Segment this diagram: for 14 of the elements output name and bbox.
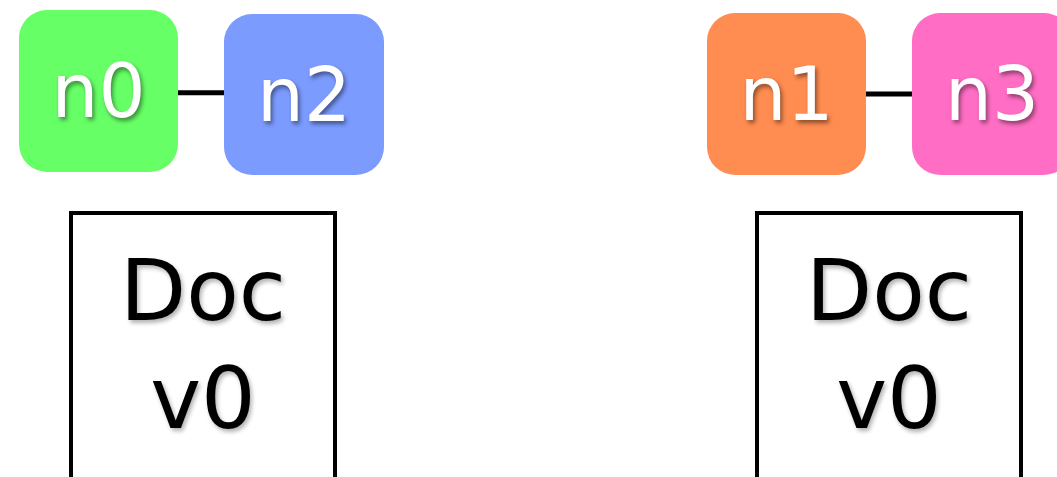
node-box [707,13,866,175]
node-box [912,13,1057,175]
connector-line [178,90,224,96]
document-label: Doc v0 [118,239,288,450]
node-label: n1 [739,51,834,137]
document-label: Doc v0 [804,239,974,450]
node-box [224,14,384,175]
node-label: n2 [257,51,351,138]
node-label: n3 [945,51,1039,137]
connector-line [866,91,912,97]
node-label: n0 [51,48,146,134]
document-box [69,211,337,477]
node-box [19,10,178,172]
document-box [755,211,1023,477]
